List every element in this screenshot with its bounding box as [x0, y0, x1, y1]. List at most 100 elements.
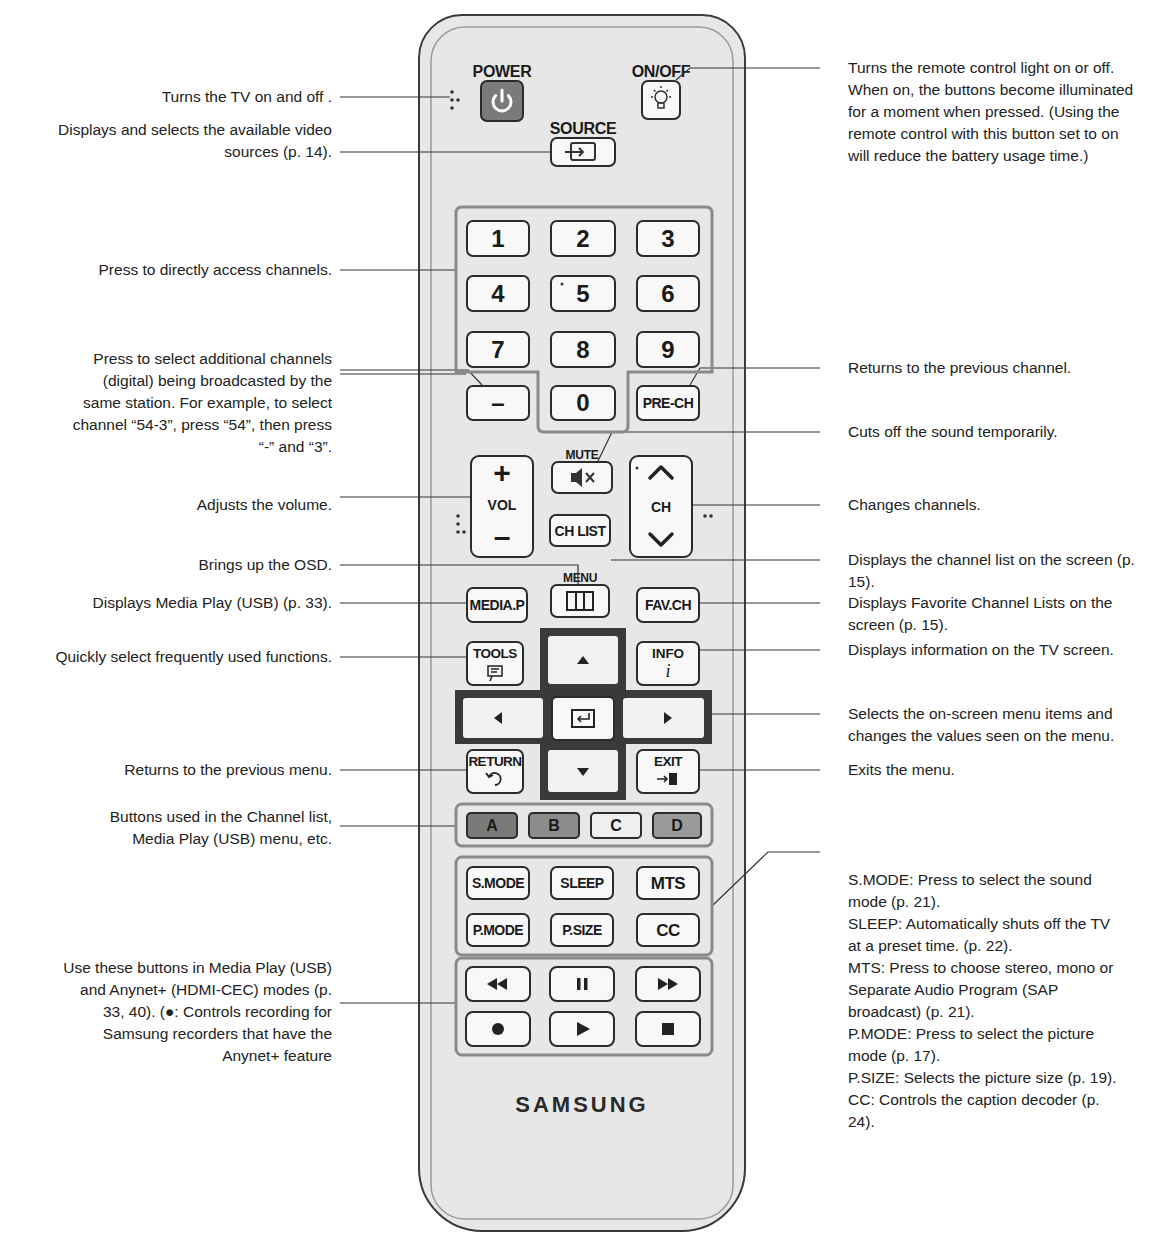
- remote-button: + VOL –: [470, 455, 534, 558]
- remote-button: –: [466, 385, 530, 421]
- leader-line: [340, 602, 466, 603]
- button-text: INFO: [652, 646, 684, 661]
- button-text: 9: [661, 338, 674, 362]
- tactile-dots: [450, 90, 454, 94]
- callout-text: Displays Favorite Channel Lists on the s…: [848, 592, 1138, 636]
- remote-button: 1: [466, 220, 530, 257]
- mute-icon: [571, 468, 594, 487]
- button-text: P.MODE: [473, 923, 523, 937]
- leader-line: [700, 602, 820, 603]
- button-label: MENU: [563, 572, 597, 584]
- return-icon: [489, 773, 501, 785]
- light-bulb-icon: [651, 86, 671, 97]
- direction-pad: [548, 750, 618, 792]
- button-text: EXIT: [654, 754, 682, 769]
- direction-pad: [578, 713, 589, 722]
- return-icon: [486, 773, 501, 785]
- remote-button: POWER: [480, 80, 524, 122]
- direction-pad: [577, 768, 589, 776]
- channel-arrow: [650, 534, 672, 545]
- leader-line: [340, 68, 820, 1003]
- callout-text: Buttons used in the Channel list, Media …: [82, 806, 332, 850]
- callout-text: P.SIZE: Selects the picture size (p. 19)…: [848, 1067, 1123, 1089]
- button-text: PRE-CH: [643, 396, 694, 410]
- leader-line: [340, 373, 466, 374]
- remote-button: 7: [466, 331, 530, 368]
- button-text: CH: [651, 500, 671, 514]
- callout-text: Changes channels.: [848, 494, 1148, 516]
- button-text: P.SIZE: [562, 923, 602, 937]
- button-text: A: [486, 818, 498, 834]
- remote-button: INFOi: [636, 641, 700, 686]
- media-icon: [662, 1023, 674, 1035]
- media-button: [550, 967, 614, 1001]
- leader-line: [340, 96, 450, 97]
- callout-text: Cuts off the sound temporarily.: [848, 421, 1148, 443]
- leader-line: [340, 151, 550, 152]
- direction-pad: [623, 698, 704, 738]
- remote-inner-outline: [431, 27, 733, 1219]
- tactile-dots: [450, 90, 713, 534]
- button-text: CH LIST: [555, 524, 606, 538]
- button-text: D: [671, 818, 683, 834]
- button-text: C: [610, 818, 622, 834]
- callout-text: SLEEP: Automatically shuts off the TV at…: [848, 913, 1123, 957]
- source-icon: [571, 143, 595, 160]
- remote-button: RETURN: [466, 749, 524, 794]
- button-group-outline: [456, 958, 712, 1055]
- button-text: FAV.CH: [645, 598, 691, 612]
- callout-text: Turns the remote control light on or off…: [848, 57, 1138, 167]
- direction-pad: [494, 712, 502, 724]
- callout-text: MTS: Press to choose stereo, mono or Sep…: [848, 957, 1123, 1023]
- source-icon: [565, 143, 595, 160]
- callout-text: Exits the menu.: [848, 759, 1148, 781]
- callout-text: Displays information on the TV screen.: [848, 639, 1148, 661]
- channel-arrow: [650, 467, 672, 545]
- button-text: 8: [576, 338, 589, 362]
- button-text: TOOLS: [473, 646, 517, 661]
- direction-pad: [572, 710, 594, 727]
- callout-text: Press to select additional channels (dig…: [64, 348, 332, 458]
- leader-line: [340, 269, 456, 270]
- remote-body: SAMSUNGPOWERON/OFFSOURCE123456789–0PRE-C…: [418, 14, 746, 1232]
- leader-line: [712, 713, 820, 714]
- button-label: MUTE: [566, 449, 599, 461]
- button-text: S.MODE: [472, 876, 524, 890]
- button-text: –: [491, 391, 504, 415]
- tactile-dots: [462, 530, 466, 534]
- menu-icon: [567, 592, 593, 610]
- tactile-dots: [703, 514, 707, 518]
- callout-text: Displays Media Play (USB) (p. 33).: [12, 592, 332, 614]
- callout-text: Use these buttons in Media Play (USB) an…: [57, 957, 332, 1067]
- media-button: [550, 1012, 614, 1046]
- tactile-dots: [561, 283, 564, 286]
- leader-line: [340, 769, 466, 770]
- tactile-dots: [456, 522, 460, 526]
- power-icon: [501, 90, 504, 101]
- remote-button: D: [652, 812, 702, 839]
- tactile-dots: [456, 530, 460, 534]
- direction-pad: [548, 636, 618, 684]
- remote-button: CC: [636, 913, 700, 947]
- media-icon: [487, 978, 678, 1036]
- exit-icon: [657, 776, 667, 782]
- media-icon: [584, 978, 588, 990]
- remote-button: 5: [550, 275, 616, 312]
- button-text: i: [665, 661, 670, 681]
- button-text: –: [494, 522, 511, 552]
- button-group-outline: [456, 207, 712, 1055]
- leader-line: [340, 1002, 456, 1003]
- button-text: VOL: [488, 498, 517, 512]
- menu-icon: [567, 592, 593, 610]
- tools-icon: [488, 666, 502, 676]
- remote-inner-outline: [431, 27, 733, 1219]
- remote-button: SLEEP: [550, 866, 614, 900]
- leader-line: [340, 496, 470, 497]
- button-text: +: [493, 458, 511, 488]
- button-text: 4: [491, 282, 504, 306]
- light-bulb-icon: [655, 91, 667, 103]
- media-icon: [577, 1022, 590, 1036]
- remote-button: MENU: [550, 584, 610, 618]
- media-button: [636, 1012, 700, 1046]
